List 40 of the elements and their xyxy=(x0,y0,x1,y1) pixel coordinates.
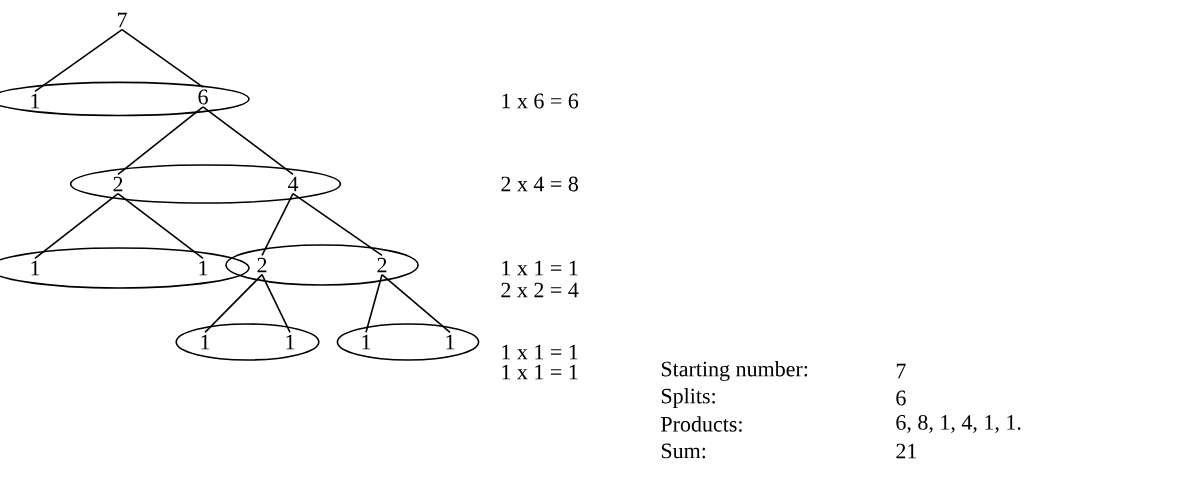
summary-text: 6, 8, 1, 4, 1, 1. xyxy=(896,415,1021,433)
number-label: 1 xyxy=(446,334,455,350)
ellipse-shape xyxy=(225,244,419,286)
summary-text: Sum: xyxy=(661,443,706,459)
number-label: 6 xyxy=(198,89,208,105)
number-label: 1 xyxy=(31,260,40,276)
summary-text: Splits: xyxy=(661,388,715,408)
summary-text: 6 xyxy=(896,390,906,406)
ellipse-shape xyxy=(69,164,342,204)
equation-text: 2 x 4 = 8 xyxy=(501,176,578,192)
summary-text: 21 xyxy=(896,443,917,459)
equation-text: 1 x 1 = 1 xyxy=(502,344,578,360)
summary-text: 7 xyxy=(896,363,906,379)
ellipse-shape xyxy=(336,323,480,361)
connector-line xyxy=(202,106,294,176)
number-label: 7 xyxy=(117,12,127,28)
connector-line xyxy=(292,192,383,257)
number-label: 1 xyxy=(201,334,210,350)
connector-line xyxy=(365,273,383,334)
equation-text: 1 x 1 = 1 xyxy=(502,364,578,380)
connector-line xyxy=(117,192,204,260)
summary-text: Products: xyxy=(661,416,742,432)
summary-text: Starting number: xyxy=(661,361,808,381)
number-label: 2 xyxy=(113,176,123,192)
connector-line xyxy=(117,106,204,176)
connector-line xyxy=(121,28,204,88)
connector-line xyxy=(261,273,291,334)
connector-line xyxy=(34,192,119,260)
number-label: 1 xyxy=(199,260,208,276)
number-label: 1 xyxy=(31,93,40,109)
connector-line xyxy=(261,192,294,257)
ellipse-shape xyxy=(175,323,320,361)
number-label: 1 xyxy=(286,334,295,350)
equation-text: 1 x 1 = 1 xyxy=(502,260,578,276)
number-label: 4 xyxy=(287,176,299,192)
equation-text: 1 x 6 = 6 xyxy=(502,93,579,109)
number-label: 2 xyxy=(257,257,267,273)
number-label: 2 xyxy=(377,257,387,273)
equation-text: 2 x 2 = 4 xyxy=(501,282,579,298)
number-label: 1 xyxy=(362,334,371,350)
